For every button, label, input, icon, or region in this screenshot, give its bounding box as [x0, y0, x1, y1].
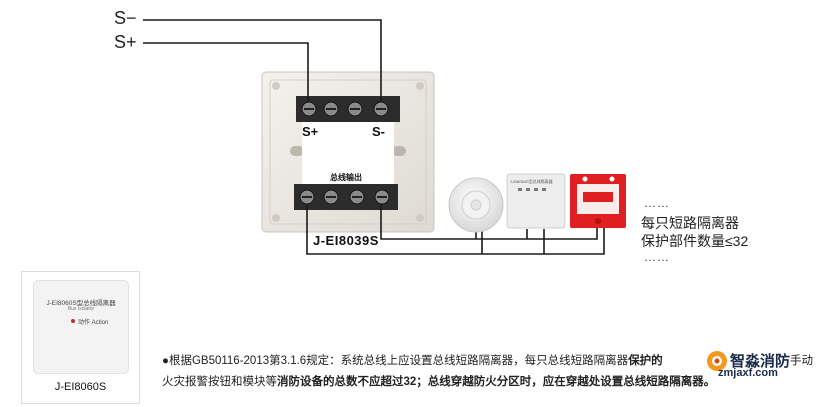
watermark-logo-icon — [707, 351, 727, 371]
bus-input-wires — [143, 19, 382, 102]
module-face-text: J-EI8060S型总线隔离器 — [510, 179, 553, 184]
wire-out-minus — [380, 204, 598, 240]
wire-s-plus — [143, 42, 309, 102]
product-card-title: J-EI8060S型总线隔离器 — [46, 300, 116, 307]
io-module — [506, 173, 566, 229]
product-card-indicator: 动作 Action — [78, 320, 109, 326]
product-card-subtitle: Bus Isolator — [67, 306, 95, 312]
wire-s-minus — [143, 19, 382, 102]
isolator-module-image: J-EI8060S型总线隔离器 Bus Isolator 动作 Action — [33, 280, 129, 374]
terminal-block-top — [296, 96, 400, 122]
footer-line-1-c: 手动 — [790, 355, 813, 367]
s-minus-label: S− — [114, 8, 137, 28]
watermark-main: 智淼消防 — [730, 352, 791, 370]
footer-line-2-b: 消防设备的总数不应超过32；总线穿越防火分区时，应在穿越处设置总线短路隔离器。 — [277, 376, 716, 388]
terminal-block-bottom — [294, 184, 398, 210]
output-label: 总线输出 — [330, 173, 362, 182]
note-dots-top: …… — [644, 196, 670, 210]
note-dots-bottom: …… — [644, 250, 670, 264]
footer-line-1-b: 保护的 — [628, 355, 663, 367]
manual-call-point — [570, 174, 626, 228]
note-line-2: 保护部件数量≤32 — [641, 233, 749, 249]
footer-line-1: ●根据GB50116-2013第3.1.6规定：系统总线上应设置总线短路隔离器，… — [162, 351, 663, 372]
s-plus-label: S+ — [114, 32, 137, 52]
footer-line-2-a: 火灾报警按钮和模块等 — [162, 376, 277, 388]
product-card: J-EI8060S型总线隔离器 Bus Isolator 动作 Action J… — [21, 271, 140, 404]
watermark-sub: zmjaxf.com — [718, 367, 778, 379]
terminal-minus-label: S- — [372, 124, 385, 139]
bus-output-wires — [306, 204, 605, 255]
isolator-model-label: J-EI8039S — [313, 233, 379, 248]
footer-bullet: ● — [162, 355, 169, 367]
footer-line-1-a: 根据GB50116-2013第3.1.6规定：系统总线上应设置总线短路隔离器，每… — [168, 355, 629, 367]
watermark-logo — [706, 350, 728, 372]
wire-out-plus — [306, 204, 605, 255]
footer-line-2: 火灾报警按钮和模块等消防设备的总数不应超过32；总线穿越防火分区时，应在穿越处设… — [162, 372, 715, 393]
action-led — [71, 319, 75, 323]
terminal-plus-label: S+ — [302, 124, 319, 139]
smoke-detector — [448, 177, 504, 233]
note-line-1: 每只短路隔离器 — [641, 215, 739, 231]
product-card-caption: J-EI8060S — [54, 381, 107, 393]
